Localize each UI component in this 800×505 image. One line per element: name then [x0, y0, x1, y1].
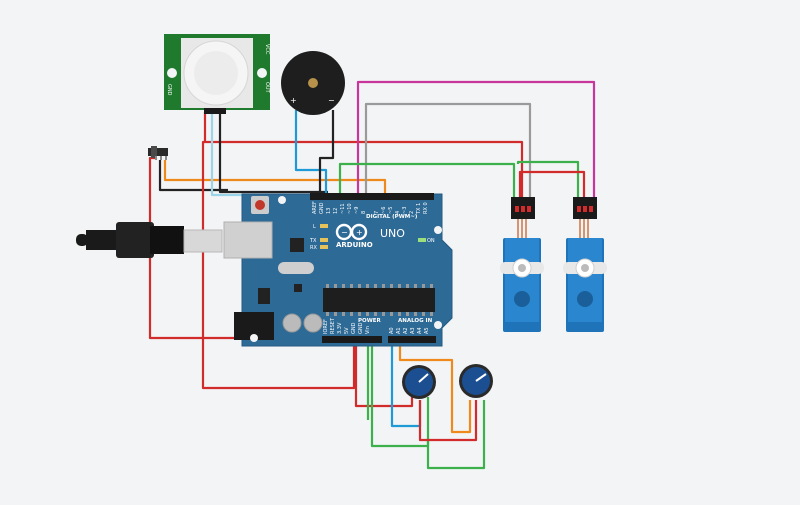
arduino-uno[interactable]: L TX RX ON − + ARDUINO UNO DIGITAL (PWM~…	[223, 193, 453, 347]
potentiometer-2[interactable]	[459, 364, 493, 398]
usb-cable[interactable]	[76, 222, 223, 258]
digital-header-label: DIGITAL (PWM~)	[366, 214, 418, 220]
pin-label-vin: Vin	[365, 326, 371, 334]
svg-text:+: +	[356, 228, 363, 237]
pin-label-7: 7	[374, 211, 380, 214]
digital-header[interactable]	[310, 193, 434, 200]
pin-label-gnd1: GND	[351, 322, 357, 334]
pin-label-9: ~9	[354, 207, 360, 214]
pin-label-5v: 5V	[344, 327, 350, 334]
pin-label-aref: AREF	[312, 201, 318, 214]
led-label-l: L	[313, 224, 316, 230]
wire-pir-gnd[interactable]	[218, 112, 328, 194]
led-label-rx: RX	[310, 245, 317, 251]
analog-label: ANALOG IN	[398, 318, 433, 324]
pin-label-tx1: TX 1	[416, 203, 422, 215]
pin-label-a0: A0	[389, 327, 395, 334]
pin-label-8: 8	[361, 211, 367, 214]
servo-motor-1[interactable]	[500, 197, 544, 332]
svg-text:−: −	[341, 228, 348, 237]
wire-red-servo-power[interactable]	[518, 170, 586, 200]
pin-label-3v3: 3.3V	[337, 322, 343, 334]
pin-label-6: ~6	[381, 207, 387, 214]
pin-label-a3: A3	[410, 327, 416, 334]
wire-pir-out[interactable]	[210, 112, 322, 197]
wire-green-servo2-gnd[interactable]	[516, 160, 580, 200]
led-label-tx: TX	[309, 238, 317, 244]
servo-motor-2[interactable]	[563, 197, 607, 332]
buzzer-plus-label: +	[290, 96, 297, 105]
wire-green-pot2-gnd[interactable]	[426, 400, 486, 470]
pin-label-rx0: RX 0	[423, 202, 429, 214]
buzzer-minus-label: −	[328, 96, 335, 105]
pin-label-13: 13	[326, 208, 332, 214]
wire-black-switch-gnd[interactable]	[158, 160, 228, 192]
wire-red-pot2[interactable]	[418, 400, 478, 442]
pin-label-10: ~10	[347, 203, 353, 214]
wire-orange-switch-pin[interactable]	[163, 160, 387, 196]
pin-label-2: 2	[409, 211, 415, 214]
pin-label-a2: A2	[403, 327, 409, 334]
piezo-buzzer[interactable]: + −	[281, 51, 345, 115]
pin-label-ioref: IOREF	[323, 319, 329, 334]
slide-switch[interactable]	[148, 146, 168, 160]
wires	[148, 80, 596, 470]
wire-pir-vcc[interactable]	[203, 112, 524, 200]
pin-label-gnd: GND	[319, 202, 325, 214]
arduino-logo: − +	[335, 223, 368, 241]
pin-label-5: ~5	[388, 207, 394, 214]
pin-label-a5: A5	[424, 327, 430, 334]
pin-label-gnd2: GND	[358, 322, 364, 334]
pin-label-11: ~11	[340, 203, 346, 214]
pin-label-a1: A1	[396, 327, 402, 334]
pir-label-out: OUT	[264, 82, 270, 94]
wire-red-loop[interactable]	[201, 140, 356, 390]
power-label: POWER	[358, 318, 382, 324]
model-label: UNO	[380, 227, 405, 240]
pin-label-a4: A4	[417, 327, 423, 334]
pin-label-3: ~3	[402, 207, 408, 214]
pin-label-reset: RESET	[330, 317, 336, 334]
potentiometer-1[interactable]	[402, 365, 436, 399]
pir-label-vcc: VCC	[264, 44, 270, 55]
wire-buzzer-plus[interactable]	[294, 110, 328, 196]
pin-label-4: 4	[395, 211, 401, 214]
pin-label-12: 12	[333, 208, 339, 214]
digital-pin-labels: AREF GND 13 12 ~11 ~10 ~9 8 7 ~6 ~5 4 ~3…	[312, 201, 429, 215]
wire-green-pot1-gnd[interactable]	[370, 340, 430, 448]
wire-magenta-servo2-signal[interactable]	[356, 80, 596, 200]
power-pin-labels: IOREF RESET 3.3V 5V GND GND Vin A0 A1 A2…	[323, 317, 430, 334]
wire-green-servo-gnd[interactable]	[338, 162, 516, 200]
wire-gray-servo1-signal[interactable]	[364, 102, 532, 200]
pir-sensor[interactable]: VCC OUT GND	[164, 34, 270, 114]
analog-header[interactable]	[388, 336, 436, 343]
pir-label-gnd: GND	[166, 84, 172, 96]
power-header[interactable]	[322, 336, 382, 343]
brand-label: ARDUINO	[336, 241, 373, 249]
wire-buzzer-minus[interactable]	[318, 110, 335, 196]
wire-orange-pot2-wiper[interactable]	[398, 340, 472, 434]
wire-red-pot1[interactable]	[354, 340, 414, 408]
on-label: ON	[427, 238, 435, 244]
